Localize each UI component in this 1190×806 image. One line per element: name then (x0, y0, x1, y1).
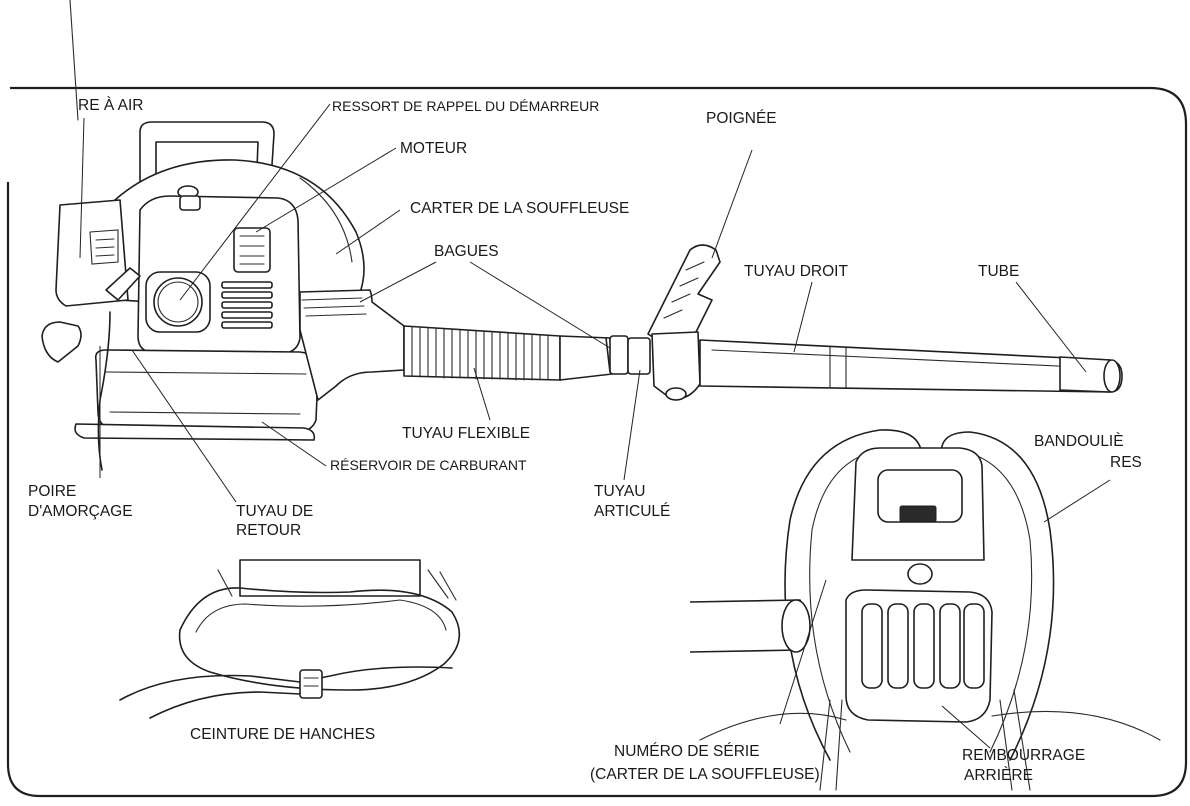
leader-starter-spring (179, 103, 331, 301)
leader-rings-a (359, 261, 437, 303)
back-pad-ribs (861, 603, 985, 689)
fuel-tank-ridge (105, 371, 307, 415)
leader-tube (1015, 281, 1087, 373)
swivel-section (559, 335, 613, 381)
label-swivel-pipe-line1: TUYAU (594, 483, 645, 500)
label-serial-number-line2: (CARTER DE LA SOUFFLEUSE) (590, 766, 820, 783)
leader-engine (255, 147, 397, 233)
leader-air-filter (79, 117, 85, 259)
flexible-pipe-corrugations (411, 326, 549, 381)
hip-belt-strap-lower (149, 691, 301, 719)
back-view-illustration (689, 429, 1161, 791)
swivel-clip (605, 337, 611, 373)
housing-inner-curve (299, 177, 353, 263)
elbow-rings (301, 297, 367, 317)
label-return-pipe-line2: RETOUR (236, 522, 301, 539)
flexible-pipe-body (403, 325, 561, 381)
label-flexible-pipe: TUYAU FLEXIBLE (402, 425, 530, 442)
starter-hub (157, 281, 199, 323)
leader-swivel-pipe (623, 369, 641, 481)
nozzle-opening (1103, 359, 1121, 393)
hip-belt-side-clips (217, 569, 457, 601)
engine-top-cap (179, 195, 201, 211)
leader-lines (79, 103, 1111, 749)
leader-return-pipe (131, 349, 237, 503)
leader-straight-pipe (793, 281, 813, 353)
blower-illustration (41, 121, 1123, 471)
hip-belt-inner (195, 599, 447, 633)
starter-disc (153, 277, 203, 327)
hip-belt-band (178, 587, 461, 691)
labels: RE À AIR RESSORT DE RAPPEL DU DÉMARREUR … (28, 97, 1142, 784)
label-straight-pipe: TUYAU DROIT (744, 263, 848, 280)
clamp-knob (665, 387, 687, 401)
label-return-pipe-line1: TUYAU DE (236, 503, 313, 520)
leader-handle (711, 149, 753, 259)
back-shoulder-lines (699, 710, 1161, 741)
outlet-elbow (299, 289, 405, 401)
label-tube: TUBE (978, 263, 1019, 280)
label-starter-spring: RESSORT DE RAPPEL DU DÉMARREUR (332, 98, 599, 114)
label-air-filter: RE À AIR (78, 97, 143, 114)
shoulder-strap-left (784, 429, 923, 761)
starter-handle (105, 267, 141, 301)
fuel-tank (94, 349, 319, 433)
back-frame-knob (907, 563, 933, 585)
label-back-pad-line1: REMBOURRAGE (962, 747, 1085, 764)
strap-buckle-center (899, 505, 937, 523)
engine-cooling-fins (221, 281, 273, 329)
label-handle: POIGNÉE (706, 110, 777, 127)
leader-blower-housing (335, 209, 401, 255)
shoulder-strap-left-inner (809, 449, 881, 753)
label-engine: MOTEUR (400, 140, 467, 157)
back-view-outlet-rim (781, 599, 811, 653)
strap-tail-left (819, 699, 843, 791)
engine-vent-slats (239, 235, 265, 265)
pipe-highlight (711, 349, 1101, 369)
label-back-pad-line2: ARRIÈRE (964, 767, 1033, 784)
swivel-ring (627, 337, 651, 375)
base-skid (74, 423, 316, 441)
shoulder-strap-right (940, 431, 1055, 761)
label-shoulder-straps-line1: BANDOULIÈ (1034, 433, 1124, 450)
label-fuel-tank: RÉSERVOIR DE CARBURANT (330, 457, 527, 473)
hip-belt-buckle (299, 669, 323, 699)
handle-grip-ridges (663, 261, 705, 319)
label-blower-housing: CARTER DE LA SOUFFLEUSE (410, 200, 629, 217)
primer-knob (41, 321, 82, 363)
leader-serial-number (779, 579, 827, 725)
label-hip-belt: CEINTURE DE HANCHES (190, 726, 375, 743)
swivel-collar (609, 335, 629, 375)
leader-fuel-tank (261, 421, 327, 467)
shoulder-strap-right-inner (965, 451, 1033, 753)
label-swivel-pipe-line2: ARTICULÉ (594, 503, 670, 520)
label-shoulder-straps-line2: RES (1110, 454, 1142, 471)
label-primer-bulb-line1: POIRE (28, 483, 76, 500)
diagram-frame (6, 86, 1188, 798)
label-serial-number-line1: NUMÉRO DE SÉRIE (614, 743, 760, 760)
label-primer-bulb-line2: D'AMORÇAGE (28, 503, 133, 520)
handle-grip (647, 244, 721, 353)
leader-flexible-pipe (473, 367, 491, 421)
air-filter-box (55, 199, 129, 307)
hip-belt-illustration (119, 559, 461, 719)
scan-line-top (69, 0, 79, 121)
leader-shoulder-straps (1043, 479, 1111, 523)
label-rings: BAGUES (434, 243, 499, 260)
leader-back-pad (941, 705, 991, 749)
air-filter-grille (89, 229, 119, 265)
hip-belt-buckle-slots (303, 677, 319, 687)
engine-vent-window (233, 227, 271, 273)
leader-rings-b (469, 261, 611, 349)
